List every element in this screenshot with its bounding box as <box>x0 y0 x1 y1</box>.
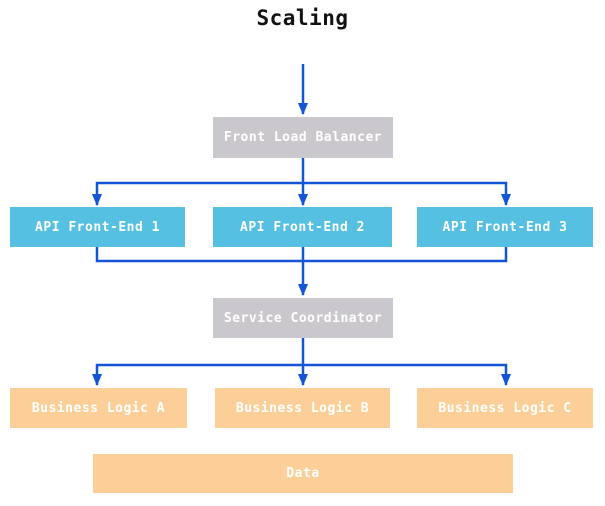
arrow-api1-to-coordinator <box>95 247 303 263</box>
node-label: API Front-End 2 <box>240 219 365 235</box>
diagram-title: Scaling <box>256 6 349 30</box>
node-label: API Front-End 3 <box>442 219 568 235</box>
node-label: Front Load Balancer <box>223 130 383 145</box>
node-label: Business Logic B <box>235 400 370 416</box>
arrow-balancer-to-api3 <box>303 181 511 206</box>
node-business-logic-a: Business Logic A <box>10 388 187 428</box>
arrow-coordinator-to-logic-a <box>92 363 303 386</box>
arrow-coordinator-to-logic-c <box>303 363 511 386</box>
node-business-logic-c: Business Logic C <box>417 388 593 428</box>
node-business-logic-b: Business Logic B <box>215 388 390 428</box>
arrow-api3-to-coordinator <box>303 247 508 263</box>
arrow-balancer-to-api1 <box>92 181 303 206</box>
node-label: Business Logic C <box>438 400 572 416</box>
node-api-front-end-2: API Front-End 2 <box>213 207 392 247</box>
node-api-front-end-1: API Front-End 1 <box>10 207 185 247</box>
node-service-coordinator: Service Coordinator <box>213 298 393 338</box>
node-label: Business Logic A <box>31 400 166 416</box>
node-data: Data <box>93 454 513 493</box>
node-label: Data <box>286 466 320 481</box>
node-api-front-end-3: API Front-End 3 <box>417 207 593 247</box>
node-front-load-balancer: Front Load Balancer <box>213 117 393 158</box>
node-label: Service Coordinator <box>223 310 383 326</box>
node-label: API Front-End 1 <box>35 219 160 235</box>
